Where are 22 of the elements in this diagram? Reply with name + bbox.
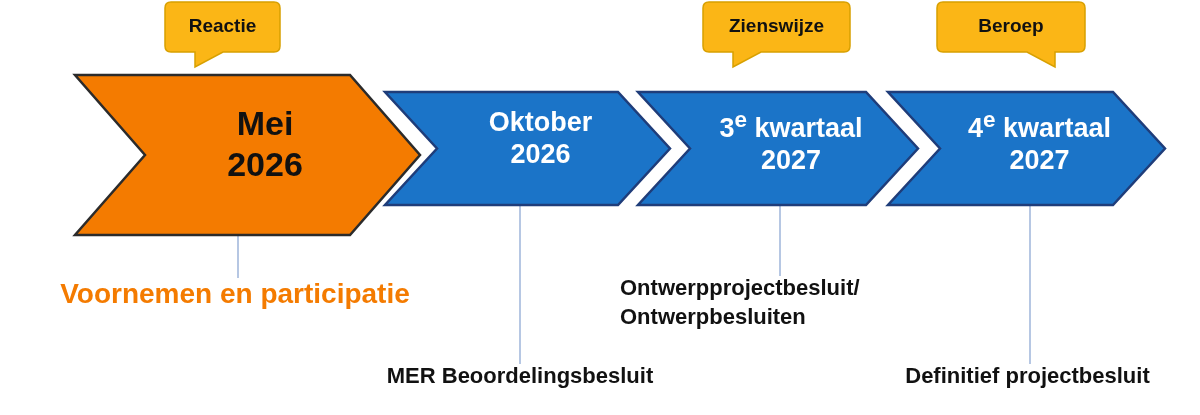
date-label: Oktober 2026 [487,106,594,171]
date-label: 4$^{e}$ kwartaal 2027 [966,106,1113,177]
decision-label: Ontwerpprojectbesluit/ Ontwerpbesluiten [620,274,885,332]
timeline-segment [638,92,918,205]
milestone-label: Voornemen en participatie [20,276,450,313]
timeline-segment [385,92,670,205]
phase-label: Beroep [977,15,1045,38]
phase-label: Zienswijze [728,15,825,38]
leader-line [779,205,781,277]
decision-label: MER Beoordelingsbesluit [350,362,690,391]
leader-line [237,235,239,279]
speech-bubble [165,2,280,68]
speech-bubble [937,2,1085,68]
phase-label: Reactie [187,15,258,38]
speech-bubble [703,2,850,68]
date-label: 3$^{e}$ kwartaal 2027 [718,106,864,177]
leader-line [519,205,521,365]
leader-line [1029,205,1031,365]
timeline-segment [888,92,1165,205]
date-label: Mei 2026 [226,103,304,185]
decision-label: Definitief projectbesluit [870,362,1185,391]
timeline-segment [75,75,420,235]
